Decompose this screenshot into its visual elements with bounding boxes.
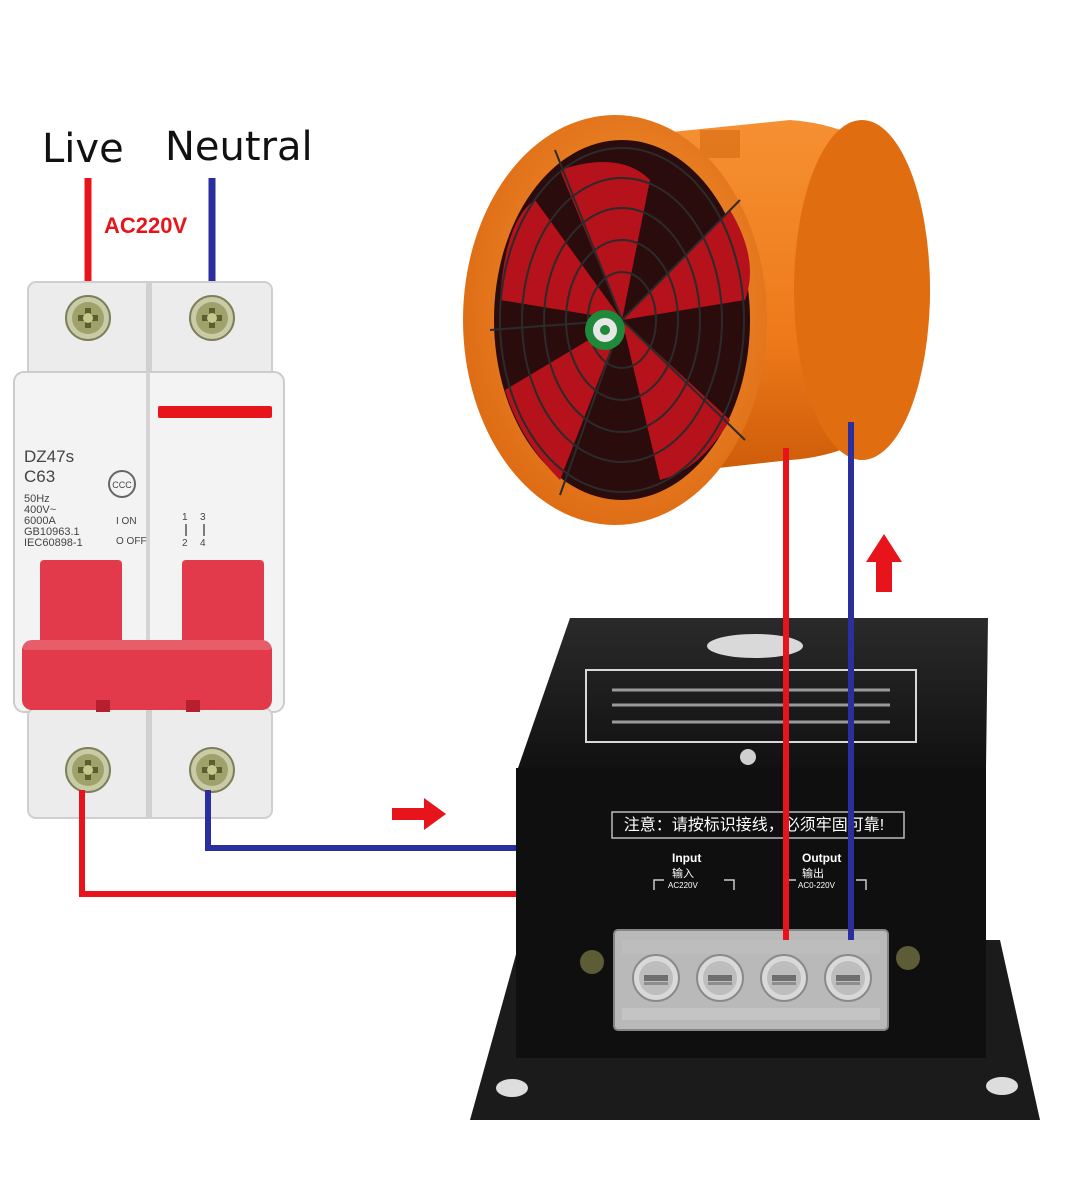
breaker-spec-line: 6000A (24, 515, 56, 527)
input-voltage: AC220V (668, 881, 698, 890)
arrow-up-icon (866, 534, 902, 592)
live-label: Live (42, 126, 124, 172)
breaker-spec-lines: 50Hz 400V~ 6000A GB10963.1 IEC60898-1 (24, 493, 83, 549)
breaker-rating: C63 (24, 467, 55, 486)
supply-voltage-label: AC220V (104, 213, 187, 238)
axial-fan (463, 115, 930, 525)
breaker-spec-line: 400V~ (24, 504, 56, 516)
terminal-neutral-in-screw-icon (696, 954, 744, 1002)
fan-guard (489, 147, 746, 496)
terminal-mark: 4 (200, 538, 206, 549)
breaker-handle[interactable] (22, 560, 272, 712)
neutral-label: Neutral (165, 124, 313, 170)
wiring-notice: 注意：请按标识接线，必须牢固可靠! (624, 815, 884, 834)
breaker-spec-line: GB10963.1 (24, 526, 80, 538)
bottom-live-screw-icon (65, 747, 111, 793)
input-label-cn: 输入 (672, 866, 694, 880)
output-label-en: Output (802, 851, 841, 865)
top-live-screw-icon (65, 295, 111, 341)
speed-controller: 注意：请按标识接线，必须牢固可靠! Input 输入 AC220V Output… (470, 618, 1040, 1120)
terminal-mark: 1 (182, 512, 188, 523)
certification-mark-icon: CCC (108, 470, 136, 498)
top-neutral-screw-icon (189, 295, 235, 341)
terminal-mark: 2 (182, 538, 188, 549)
arrow-right-icon (392, 798, 446, 830)
terminal-live-out-screw-icon (760, 954, 808, 1002)
terminal-live-in-screw-icon (632, 954, 680, 1002)
circuit-breaker: DZ47s C63 50Hz 400V~ 6000A GB10963.1 IEC… (13, 281, 285, 819)
output-label-cn: 输出 (802, 866, 824, 880)
off-label: O OFF (116, 536, 147, 547)
pole-indicator-strip (158, 406, 272, 418)
terminal-mark: 3 (200, 512, 206, 523)
bottom-neutral-screw-icon (189, 747, 235, 793)
terminal-symbol: 1 3 2 4 (182, 512, 206, 549)
input-label-en: Input (672, 851, 701, 865)
breaker-spec-line: IEC60898-1 (24, 537, 83, 549)
terminal-neutral-out-screw-icon (824, 954, 872, 1002)
breaker-spec-line: 50Hz (24, 493, 50, 505)
on-label: I ON (116, 516, 137, 527)
cert-mark-text: CCC (112, 480, 132, 490)
terminal-block (613, 929, 889, 1031)
breaker-model: DZ47s (24, 447, 74, 466)
output-voltage: AC0-220V (798, 881, 836, 890)
